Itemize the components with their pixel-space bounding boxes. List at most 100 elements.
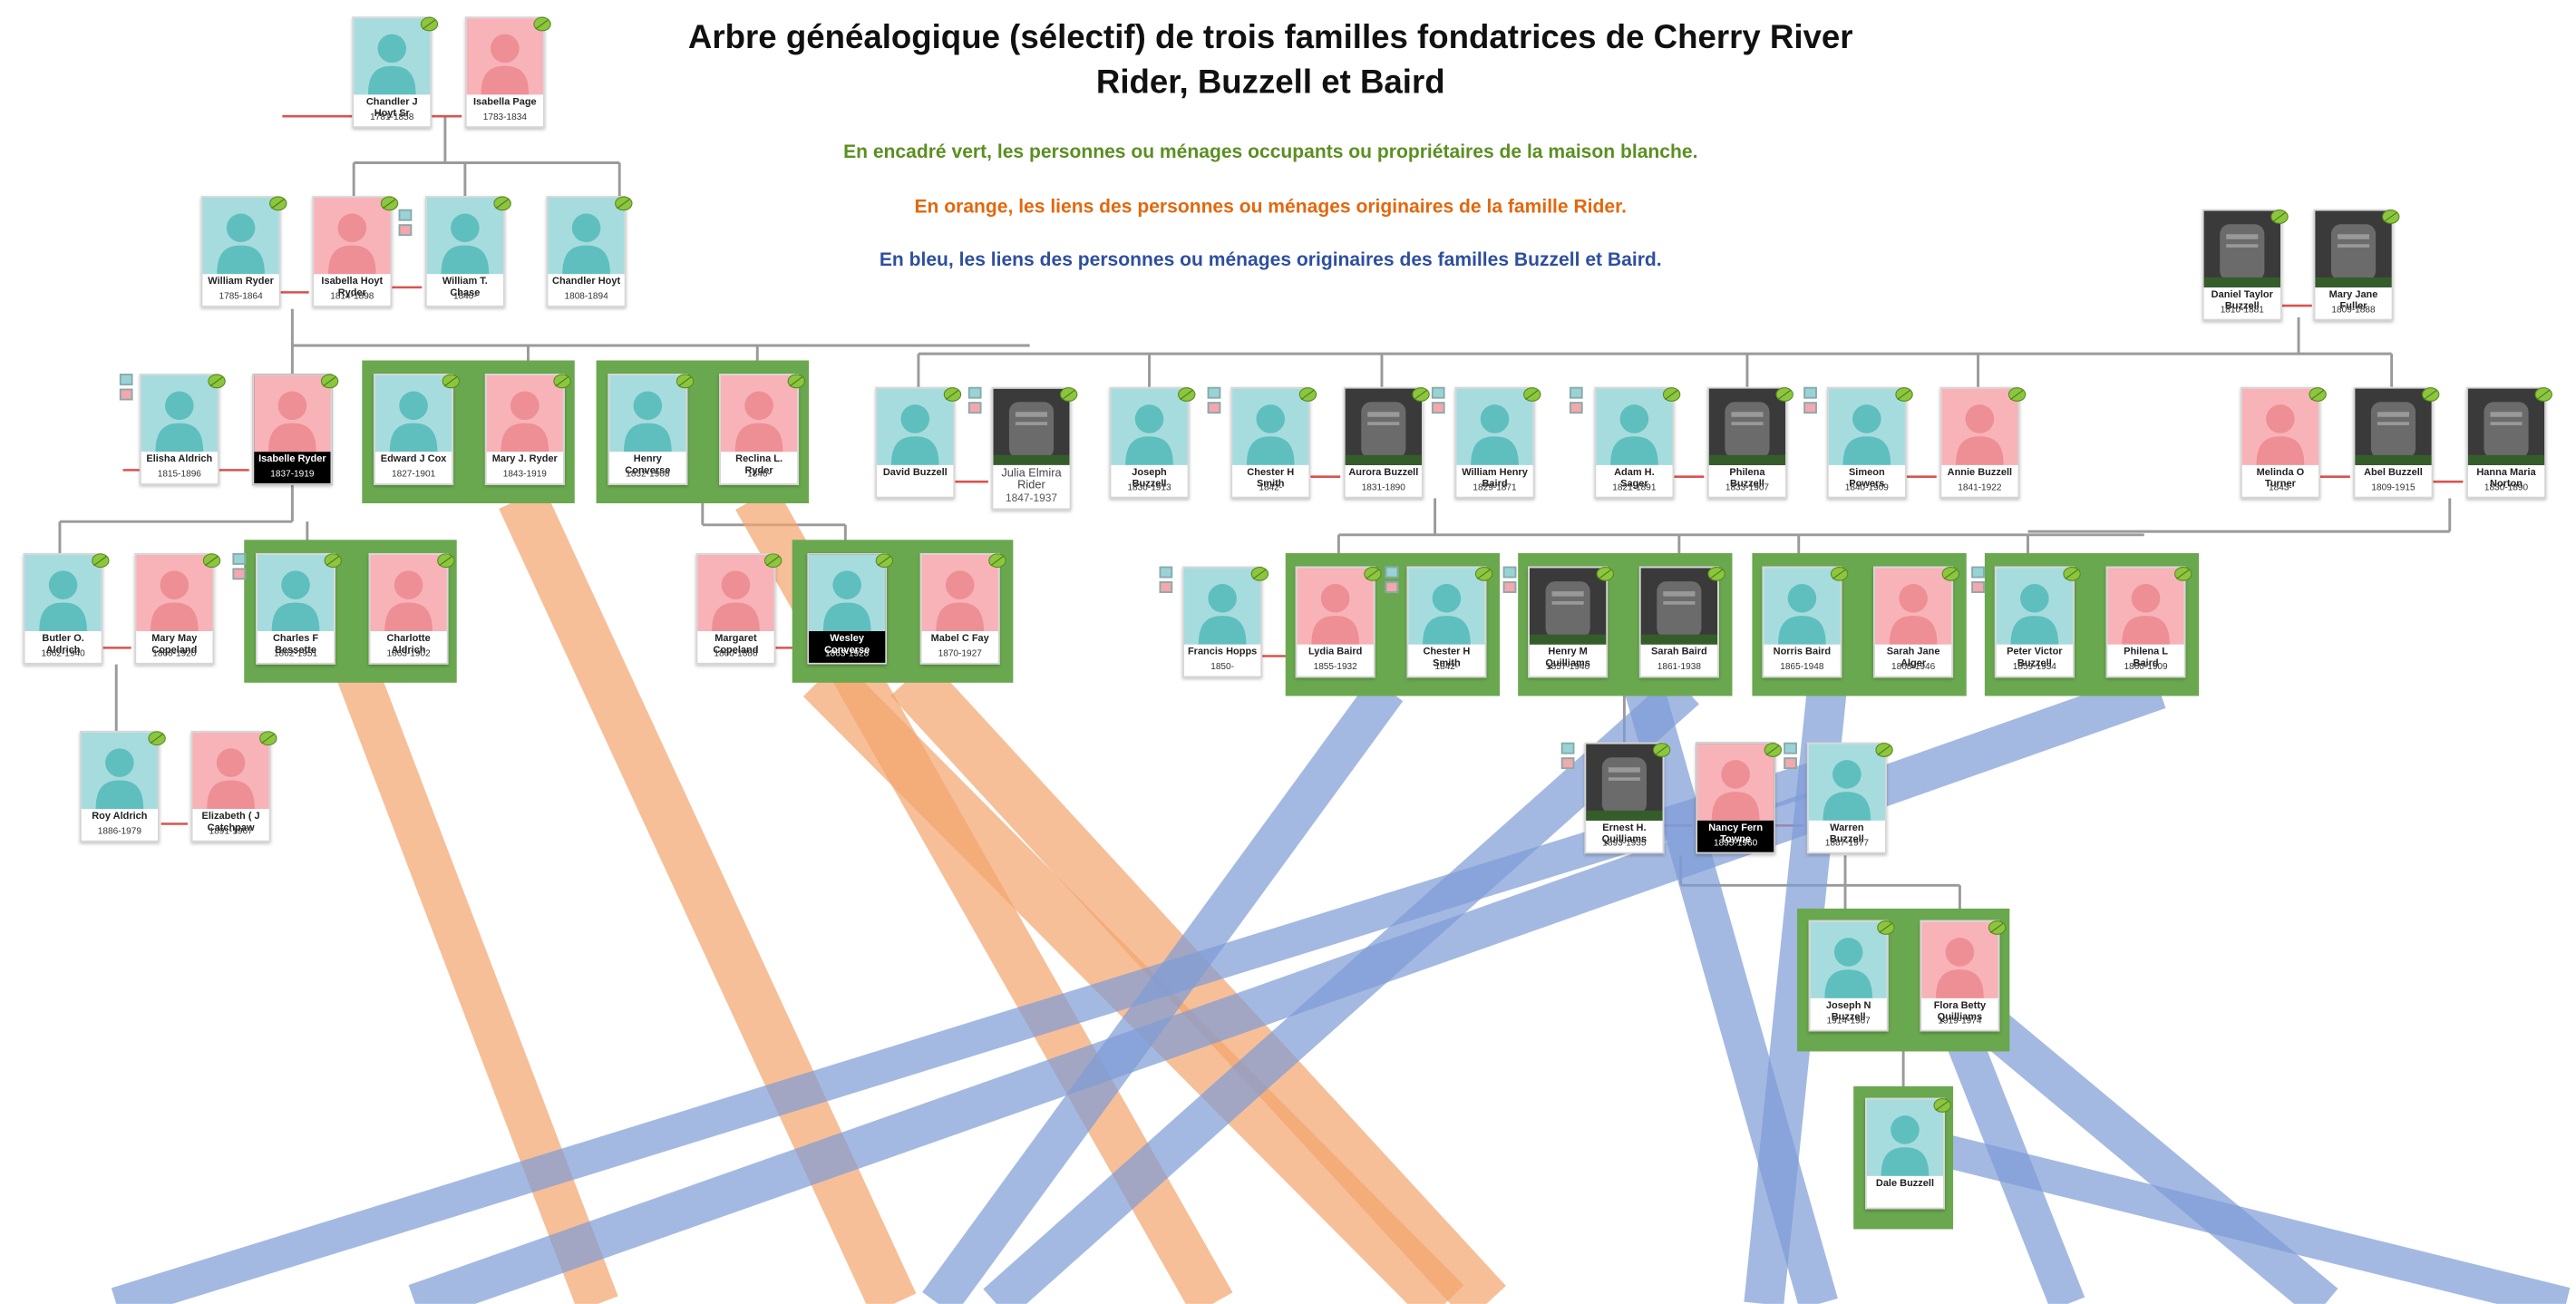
spouse-toggle-icon[interactable]: [1159, 566, 1173, 595]
hint-leaf-icon[interactable]: [324, 547, 342, 569]
spouse-toggle-icon[interactable]: [1207, 386, 1221, 415]
person-card-p22[interactable]: David Buzzell: [875, 386, 962, 499]
spouse-toggle-icon[interactable]: [1569, 386, 1583, 415]
hint-leaf-icon[interactable]: [1298, 380, 1317, 402]
hint-leaf-icon[interactable]: [1474, 560, 1493, 581]
hint-leaf-icon[interactable]: [2007, 380, 2027, 402]
hint-leaf-icon[interactable]: [92, 547, 110, 569]
spouse-toggle-icon[interactable]: [1560, 742, 1575, 771]
hint-leaf-icon[interactable]: [1775, 380, 1793, 402]
spouse-toggle-icon[interactable]: [1385, 566, 1399, 595]
hint-leaf-icon[interactable]: [1412, 380, 1430, 402]
hint-leaf-icon[interactable]: [1895, 380, 1913, 402]
hint-leaf-icon[interactable]: [1941, 560, 1960, 581]
hint-leaf-icon[interactable]: [2174, 560, 2192, 581]
hint-leaf-icon[interactable]: [259, 725, 277, 746]
hint-leaf-icon[interactable]: [763, 547, 783, 569]
spouse-toggle-icon[interactable]: [1971, 566, 1985, 595]
hint-leaf-icon[interactable]: [1830, 560, 1849, 581]
hint-leaf-icon[interactable]: [1875, 735, 1893, 757]
hint-leaf-icon[interactable]: [1523, 380, 1541, 402]
hint-leaf-icon[interactable]: [1596, 560, 1615, 581]
spouse-toggle-icon[interactable]: [1784, 742, 1797, 771]
spouse-toggle-icon[interactable]: [232, 552, 247, 581]
hint-leaf-icon[interactable]: [1178, 380, 1196, 402]
hint-leaf-icon[interactable]: [269, 190, 287, 211]
hint-leaf-icon[interactable]: [2309, 380, 2327, 402]
hint-leaf-icon[interactable]: [988, 547, 1006, 569]
hint-leaf-icon[interactable]: [1988, 913, 2007, 935]
hint-leaf-icon[interactable]: [208, 367, 226, 389]
hint-leaf-icon[interactable]: [1877, 913, 1895, 935]
hint-leaf-icon[interactable]: [1059, 380, 1078, 402]
hint-leaf-icon[interactable]: [1364, 560, 1382, 581]
person-card-p51[interactable]: Dale Buzzell: [1864, 1097, 1951, 1210]
hint-leaf-icon[interactable]: [320, 367, 339, 389]
hint-leaf-icon[interactable]: [1250, 560, 1269, 581]
spouse-toggle-icon[interactable]: [398, 209, 413, 238]
hint-leaf-icon[interactable]: [442, 367, 461, 389]
hint-leaf-icon[interactable]: [2534, 380, 2552, 402]
spouse-toggle-icon[interactable]: [1431, 386, 1445, 415]
hint-leaf-icon[interactable]: [787, 367, 806, 389]
hint-leaf-icon[interactable]: [1707, 560, 1725, 581]
hint-leaf-icon[interactable]: [1652, 735, 1671, 757]
hint-leaf-icon[interactable]: [676, 367, 695, 389]
spouse-toggle-icon[interactable]: [1803, 386, 1817, 415]
hint-leaf-icon[interactable]: [437, 547, 455, 569]
hint-leaf-icon[interactable]: [202, 547, 221, 569]
hint-leaf-icon[interactable]: [2382, 202, 2400, 224]
hint-leaf-icon[interactable]: [2063, 560, 2081, 581]
spouse-toggle-icon[interactable]: [967, 386, 982, 415]
hint-leaf-icon[interactable]: [615, 190, 633, 211]
hint-leaf-icon[interactable]: [148, 725, 166, 746]
hint-leaf-icon[interactable]: [380, 190, 399, 211]
hint-leaf-icon[interactable]: [1933, 1091, 1951, 1113]
hint-leaf-icon[interactable]: [553, 367, 571, 389]
hint-leaf-icon[interactable]: [533, 10, 551, 32]
hint-leaf-icon[interactable]: [1764, 735, 1783, 757]
